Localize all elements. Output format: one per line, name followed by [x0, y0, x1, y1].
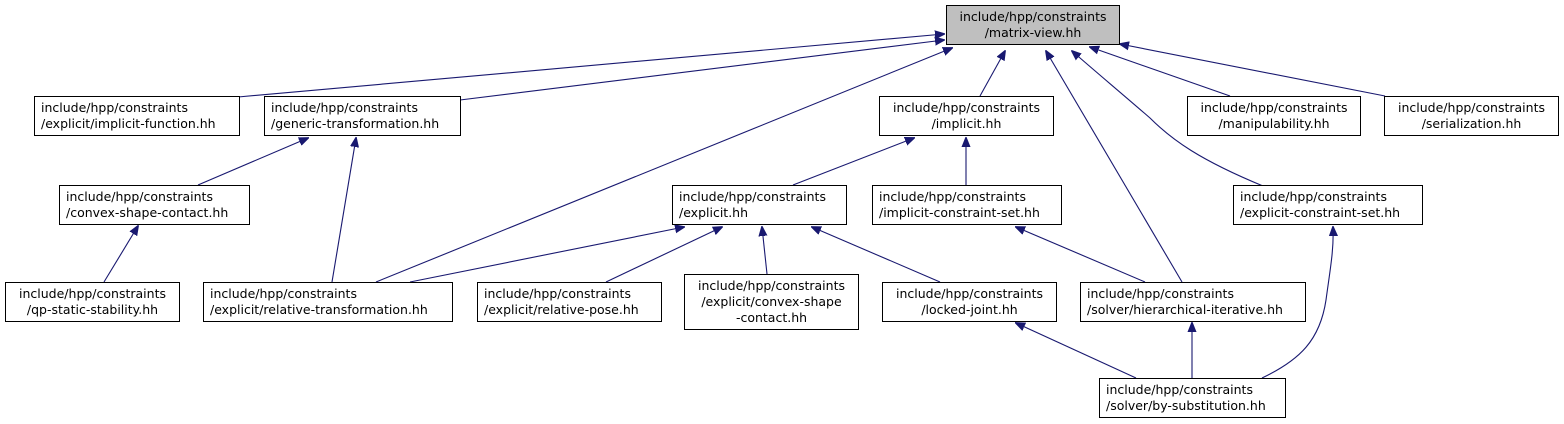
node-label-line: -contact.hh: [735, 310, 808, 325]
node-qp-static-stability[interactable]: include/hpp/constraints /qp-static-stabi…: [5, 282, 180, 322]
node-label-line: include/hpp/constraints: [19, 286, 166, 301]
node-label-line: include/hpp/constraints: [1200, 100, 1348, 115]
node-label-line: include/hpp/constraints: [679, 189, 826, 204]
edge-hierarchical-iterative-to-matrix-view: [1046, 51, 1183, 283]
node-matrix-view[interactable]: include/hpp/constraints /matrix-view.hh: [946, 5, 1120, 45]
node-label-line: include/hpp/constraints: [1106, 382, 1253, 397]
node-explicit[interactable]: include/hpp/constraints /explicit.hh: [672, 185, 847, 225]
node-label-line: include/hpp/constraints: [484, 286, 631, 301]
node-label-line: /explicit/relative-pose.hh: [484, 302, 639, 317]
node-label-line: include/hpp/constraints: [879, 189, 1026, 204]
node-label-line: /generic-transformation.hh: [271, 116, 440, 131]
edge-explicit-to-implicit: [792, 138, 914, 186]
edge-explicit-constraint-set-to-matrix-view: [1072, 51, 1264, 187]
node-label-line: /explicit/implicit-function.hh: [41, 116, 216, 131]
node-label-line: /convex-shape-contact.hh: [66, 205, 229, 220]
node-label-line: include/hpp/constraints: [66, 189, 213, 204]
node-label-line: /locked-joint.hh: [921, 302, 1018, 317]
node-label-line: /solver/hierarchical-iterative.hh: [1087, 302, 1283, 317]
edge-implicit-to-matrix-view: [979, 51, 1005, 97]
node-label-line: include/hpp/constraints: [1240, 189, 1387, 204]
node-label-line: include/hpp/constraints: [896, 286, 1043, 301]
node-label-line: /implicit-constraint-set.hh: [879, 205, 1040, 220]
node-explicit-convex-shape-contact[interactable]: include/hpp/constraints /explicit/convex…: [684, 274, 859, 330]
node-implicit-function[interactable]: include/hpp/constraints /explicit/implic…: [34, 96, 240, 136]
edge-locked-joint-to-explicit: [812, 227, 941, 283]
node-label-line: include/hpp/constraints: [271, 100, 418, 115]
node-relative-transformation[interactable]: include/hpp/constraints /explicit/relati…: [203, 282, 453, 322]
edge-relative-pose-to-explicit: [605, 227, 722, 283]
edge-by-substitution-to-explicit-constraint-set: [1261, 227, 1333, 379]
edge-hierarchical-iterative-to-implicit-constraint-set: [1016, 227, 1146, 283]
node-label-line: /explicit/convex-shape: [701, 294, 842, 309]
node-label-line: /manipulability.hh: [1218, 116, 1330, 131]
node-manipulability[interactable]: include/hpp/constraints /manipulability.…: [1187, 96, 1361, 136]
node-label-line: include/hpp/constraints: [210, 286, 357, 301]
node-label-line: /solver/by-substitution.hh: [1106, 398, 1266, 413]
edge-relative-transformation-to-matrix-view: [375, 48, 952, 283]
node-label-line: /matrix-view.hh: [984, 25, 1082, 40]
node-hierarchical-iterative[interactable]: include/hpp/constraints /solver/hierarch…: [1080, 282, 1306, 322]
node-label-line: include/hpp/constraints: [41, 100, 188, 115]
node-implicit[interactable]: include/hpp/constraints /implicit.hh: [879, 96, 1054, 136]
node-label-line: include/hpp/constraints: [698, 278, 845, 293]
node-label-line: /implicit.hh: [931, 116, 1002, 131]
node-label-line: /explicit-constraint-set.hh: [1240, 205, 1401, 220]
node-label-line: /qp-static-stability.hh: [26, 302, 159, 317]
edge-generic-transformation-to-matrix-view: [459, 40, 944, 101]
node-label-line: include/hpp/constraints: [893, 100, 1040, 115]
node-serialization[interactable]: include/hpp/constraints /serialization.h…: [1384, 96, 1559, 136]
node-label-line: /explicit/relative-transformation.hh: [210, 302, 428, 317]
node-label-line: /serialization.hh: [1421, 116, 1522, 131]
node-implicit-constraint-set[interactable]: include/hpp/constraints /implicit-constr…: [872, 185, 1062, 225]
edge-relative-transformation-to-explicit: [409, 227, 684, 283]
node-relative-pose[interactable]: include/hpp/constraints /explicit/relati…: [477, 282, 662, 322]
edge-implicit-function-to-matrix-view: [237, 34, 944, 98]
edge-explicit-convex-shape-contact-to-explicit: [762, 227, 767, 275]
edge-relative-transformation-to-generic-transformation: [331, 138, 356, 283]
edge-qp-static-stability-to-convex-shape-contact: [103, 226, 138, 283]
node-locked-joint[interactable]: include/hpp/constraints /locked-joint.hh: [882, 282, 1057, 322]
node-label-line: /explicit.hh: [679, 205, 749, 220]
node-label-line: include/hpp/constraints: [1087, 286, 1234, 301]
node-generic-transformation[interactable]: include/hpp/constraints /generic-transfo…: [264, 96, 461, 136]
node-label-line: include/hpp/constraints: [959, 9, 1107, 24]
edge-convex-shape-contact-to-generic-transformation: [197, 138, 308, 186]
node-by-substitution[interactable]: include/hpp/constraints /solver/by-subst…: [1099, 378, 1286, 418]
edge-by-substitution-to-locked-joint: [1016, 323, 1137, 379]
node-label-line: include/hpp/constraints: [1398, 100, 1545, 115]
node-convex-shape-contact[interactable]: include/hpp/constraints /convex-shape-co…: [59, 185, 250, 225]
edge-serialization-to-matrix-view: [1120, 44, 1386, 97]
node-explicit-constraint-set[interactable]: include/hpp/constraints /explicit-constr…: [1233, 185, 1423, 225]
edge-manipulability-to-matrix-view: [1090, 47, 1231, 97]
